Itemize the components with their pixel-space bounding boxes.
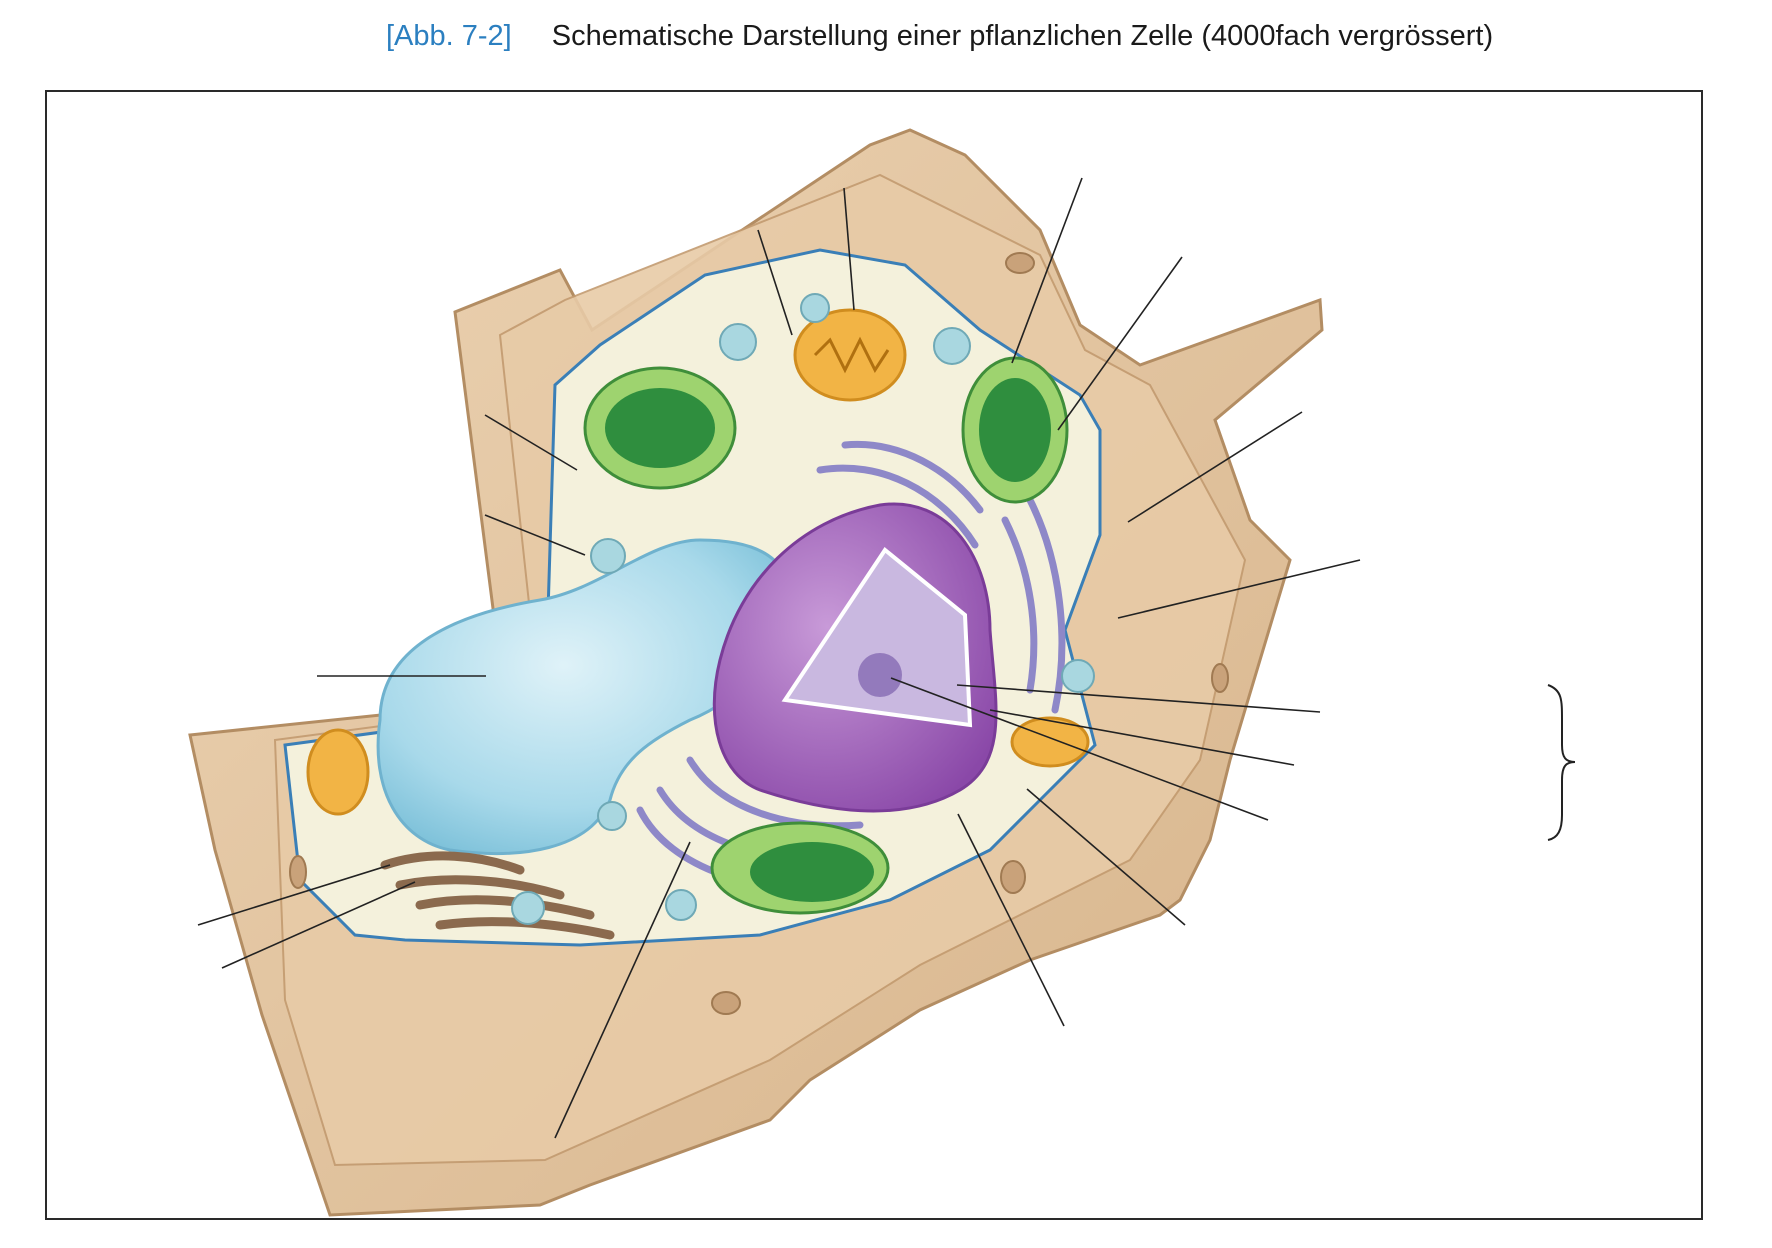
bracket-icon <box>1547 684 1576 841</box>
chloroplast-3 <box>710 821 890 915</box>
nucleus-cutaway <box>781 547 973 728</box>
nucleolus <box>858 653 902 697</box>
mitochondrion-2 <box>306 728 370 816</box>
leader-lines <box>197 177 1361 1139</box>
plasmodesmata <box>289 252 1229 1015</box>
chloroplast-1 <box>583 366 737 490</box>
figure-title: Schematische Darstellung einer pflanzlic… <box>551 20 1494 52</box>
chloroplast-2 <box>961 356 1069 504</box>
vesicles <box>511 293 1095 925</box>
mitochondrion-1 <box>793 308 907 402</box>
figure-number: [Abb. 7-2] <box>386 20 512 52</box>
figure-caption: [Abb. 7-2] Schematische Darstellung einer… <box>386 20 1493 53</box>
